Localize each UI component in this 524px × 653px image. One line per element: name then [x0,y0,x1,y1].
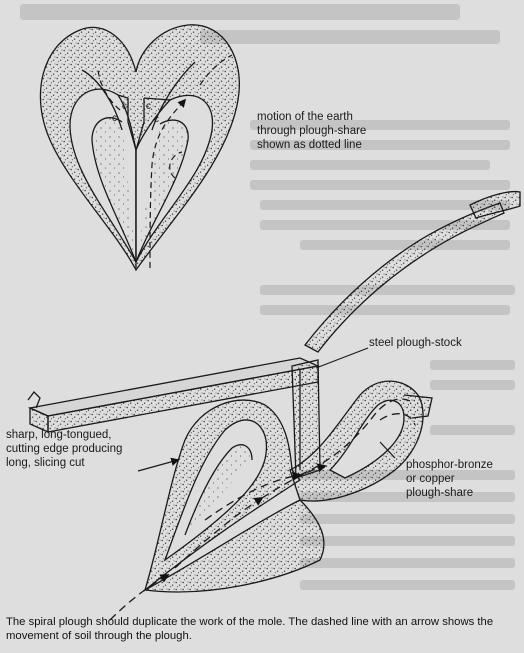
plough-share-top-view [40,25,239,270]
plough-share-label: phosphor-bronze or copper plough-share [406,458,493,500]
cutting-edge-label: sharp, long-tongued, cutting edge produc… [6,428,122,470]
mark-c-2: c [122,100,127,114]
handle-shaft [305,192,520,352]
plough-share-body [145,381,432,592]
figure-caption: The spiral plough should duplicate the w… [6,615,520,643]
mark-c-4: c [154,113,159,127]
earth-motion-label: motion of the earth through plough-share… [257,110,366,152]
plough-stock-label: steel plough-stock [369,336,462,350]
mark-c-1: c [112,112,117,126]
mark-c-3: c [146,100,151,114]
